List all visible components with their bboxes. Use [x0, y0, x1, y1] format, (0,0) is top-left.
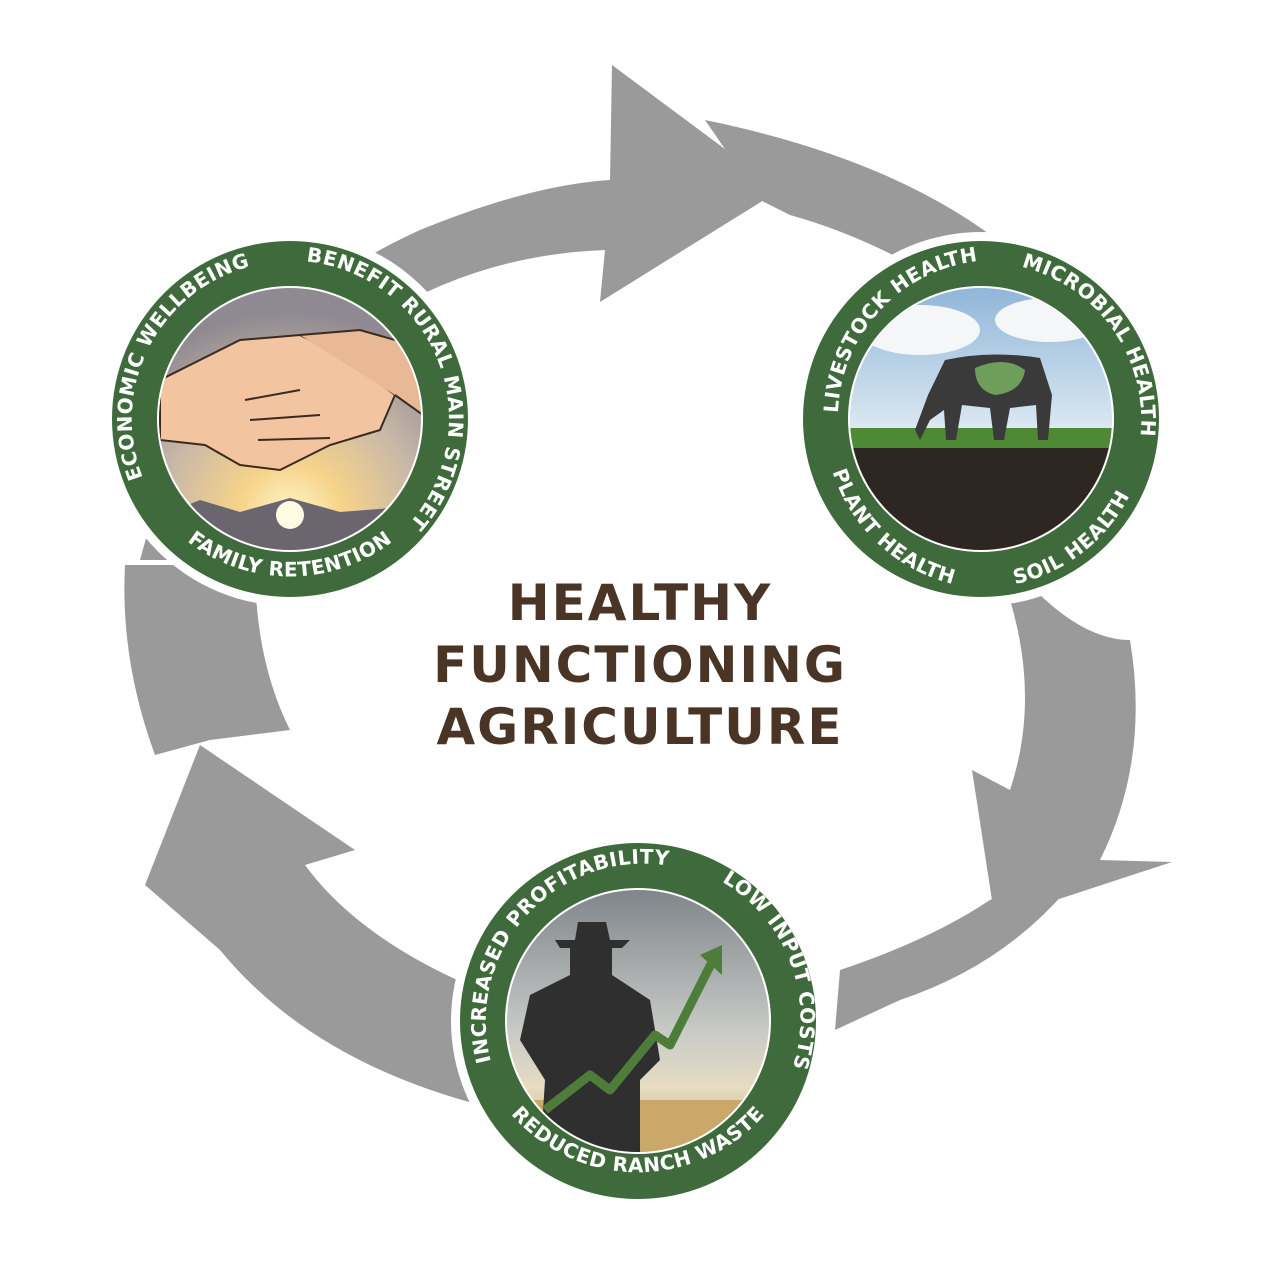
arrow-right	[972, 590, 1172, 920]
diagram-title: HEALTHY FUNCTIONING AGRICULTURE	[340, 572, 940, 758]
badge-financial: INCREASED PROFITABILITY LOW INPUT COSTS …	[451, 834, 825, 1208]
arrow-right-tail	[835, 860, 1090, 1030]
title-line-healthy: HEALTHY	[507, 574, 773, 632]
badge-ecological: LIVESTOCK HEALTH MICROBIAL HEALTH SOIL H…	[794, 232, 1168, 606]
arrow-left-tail	[124, 565, 290, 755]
handshake-icon	[159, 328, 421, 472]
badge-economic: ECONOMIC WELLBEING BENEFIT RURAL MAIN ST…	[103, 232, 477, 606]
arrow-top	[140, 65, 780, 560]
arrow-left	[145, 745, 480, 1105]
title-line-functioning: FUNCTIONING	[433, 636, 847, 694]
rancher-growth-icon	[520, 922, 722, 1152]
grazing-cow-icon	[915, 354, 1052, 440]
title-line-agriculture: AGRICULTURE	[436, 698, 844, 756]
